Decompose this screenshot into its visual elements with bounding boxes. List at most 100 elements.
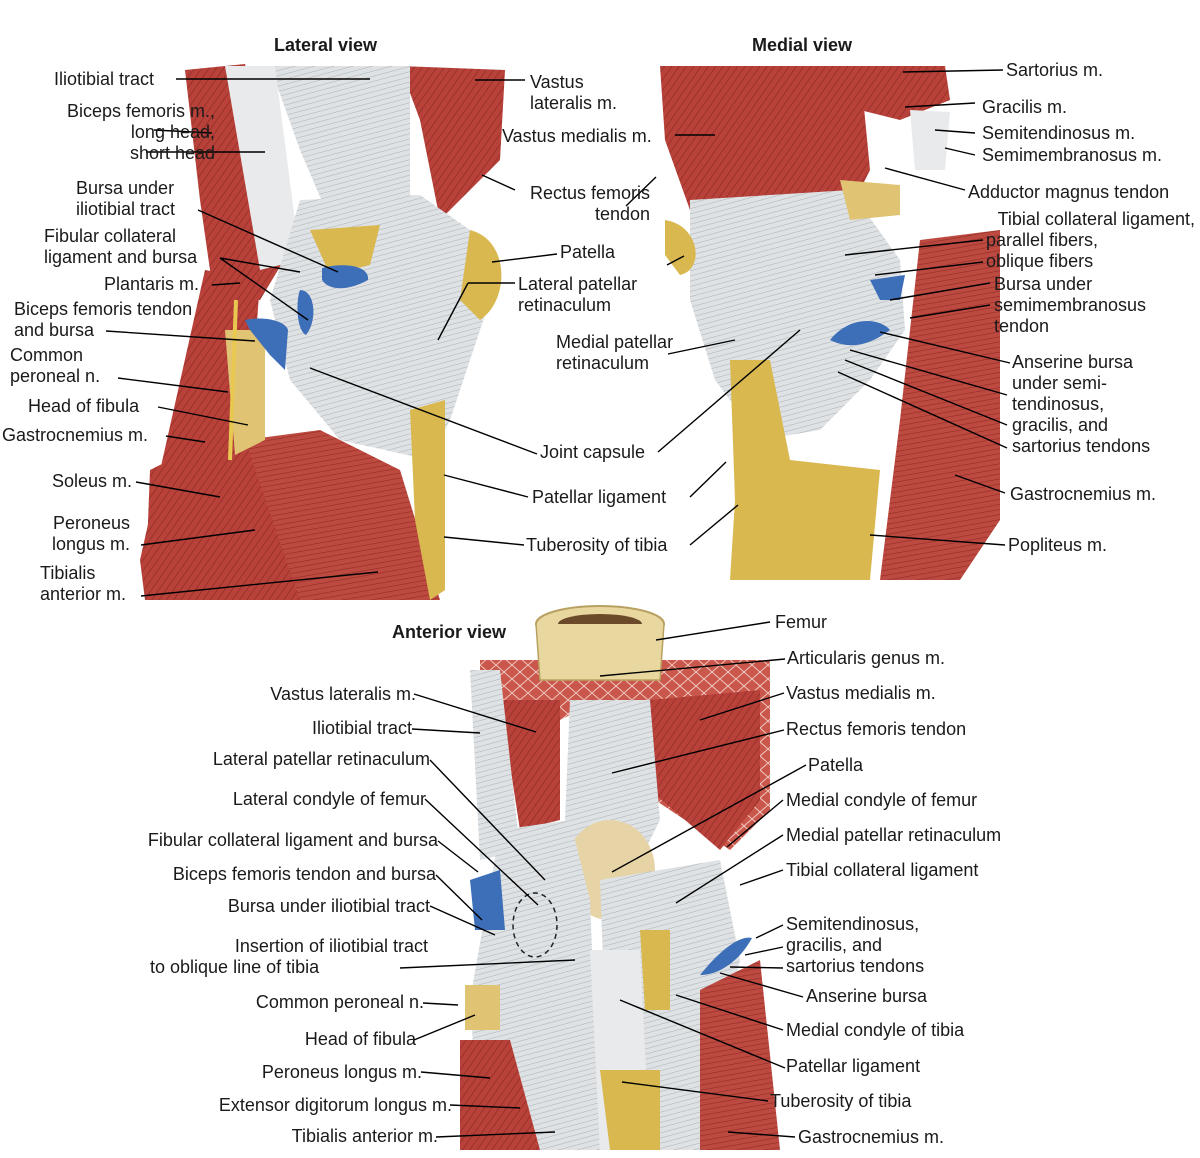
label-bursa-under-semimembranosus: Bursa under semimembranosus tendon <box>994 274 1146 337</box>
anterior-view-heading: Anterior view <box>392 622 507 642</box>
label-line: longus m. <box>51 534 130 554</box>
label-gastrocnemius-anterior: Gastrocnemius m. <box>798 1127 945 1147</box>
label-peroneus-longus-anterior: Peroneus longus m. <box>261 1062 422 1082</box>
lateral-view-heading: Lateral view <box>274 35 378 55</box>
label-common-peroneal-nerve: Common peroneal n. <box>10 345 100 387</box>
label-head-of-fibula-anterior: Head of fibula <box>304 1029 416 1049</box>
label-tibial-collateral-ligament-anterior: Tibial collateral ligament <box>786 860 979 880</box>
label-soleus: Soleus m. <box>52 471 133 491</box>
label-line: Fibular collateral <box>44 226 177 246</box>
label-line: semimembranosus <box>994 295 1147 315</box>
label-tuberosity-anterior: Tuberosity of tibia <box>770 1091 912 1111</box>
label-line: retinaculum <box>518 295 612 315</box>
label-adductor-magnus-tendon: Adductor magnus tendon <box>968 182 1170 202</box>
label-line: to oblique line of tibia <box>150 957 320 977</box>
label-line: anterior m. <box>40 584 127 604</box>
label-fibular-collateral-anterior: Fibular collateral ligament and bursa <box>147 830 438 850</box>
label-lateral-patellar-retinaculum-anterior: Lateral patellar retinaculum <box>212 749 430 769</box>
label-gracilis: Gracilis m. <box>982 97 1067 117</box>
label-line: retinaculum <box>556 353 650 373</box>
label-line: tendinosus, <box>1012 394 1105 414</box>
label-tibialis-anterior-anterior: Tibialis anterior m. <box>291 1126 438 1146</box>
label-patella-anterior: Patella <box>808 755 864 775</box>
label-patella-lateral: Patella <box>560 242 616 262</box>
lateral-view-art <box>140 64 505 600</box>
label-common-peroneal-anterior: Common peroneal n. <box>255 992 424 1012</box>
medial-view-heading: Medial view <box>752 35 853 55</box>
label-tibial-collateral-ligament: Tibial collateral ligament, parallel fib… <box>960 209 1195 272</box>
label-insertion-iliotibial-tract: Insertion of iliotibial tract to oblique… <box>150 936 428 978</box>
label-joint-capsule: Joint capsule <box>540 442 646 462</box>
label-gastrocnemius-lateral: Gastrocnemius m. <box>2 425 149 445</box>
label-line: Rectus femoris <box>529 183 650 203</box>
label-semitendinosus-gracilis-sartorius: Semitendinosus, gracilis, and sartorius … <box>786 914 924 977</box>
label-line: Lateral patellar <box>518 274 638 294</box>
label-line: Semitendinosus, <box>786 914 920 934</box>
label-extensor-digitorum-longus: Extensor digitorum longus m. <box>218 1095 452 1115</box>
label-biceps-femoris-tendon-anterior: Biceps femoris tendon and bursa <box>172 864 436 884</box>
leader-lines <box>105 69 1011 1138</box>
label-plantaris: Plantaris m. <box>104 274 200 294</box>
label-line: parallel fibers, <box>986 230 1099 250</box>
label-line: Vastus <box>530 72 584 92</box>
label-biceps-femoris: Biceps femoris m., long head, short head <box>20 101 215 164</box>
label-articularis-genus: Articularis genus m. <box>787 648 946 668</box>
label-vastus-medialis-lateral: Vastus medialis m. <box>502 126 652 146</box>
label-vastus-lateralis: Vastus lateralis m. <box>530 72 617 114</box>
label-iliotibial-tract: Iliotibial tract <box>54 69 155 89</box>
label-line: gracilis, and <box>1012 415 1109 435</box>
label-line: Tibialis <box>40 563 96 583</box>
label-line: Tibial collateral ligament, <box>997 209 1195 229</box>
label-anserine-bursa-medial: Anserine bursa under semi- tendinosus, g… <box>1012 352 1150 457</box>
label-line: tendon <box>994 316 1050 336</box>
label-line: lateralis m. <box>530 93 618 113</box>
label-line: sartorius tendons <box>1012 436 1151 456</box>
label-lateral-condyle-femur: Lateral condyle of femur <box>232 789 426 809</box>
label-line: oblique fibers <box>986 251 1094 271</box>
label-medial-patellar-retinaculum: Medial patellar retinaculum <box>556 332 673 374</box>
label-medial-condyle-femur: Medial condyle of femur <box>786 790 978 810</box>
label-line: Medial patellar <box>556 332 674 352</box>
label-vastus-lateralis-anterior: Vastus lateralis m. <box>270 684 416 704</box>
label-line: Biceps femoris m., <box>66 101 215 121</box>
label-medial-patellar-retinaculum-anterior: Medial patellar retinaculum <box>786 825 1002 845</box>
label-semitendinosus: Semitendinosus m. <box>982 123 1136 143</box>
label-line: Insertion of iliotibial tract <box>234 936 428 956</box>
label-line: and bursa <box>14 320 95 340</box>
label-rectus-femoris-tendon-anterior: Rectus femoris tendon <box>786 719 967 739</box>
label-anserine-bursa-anterior: Anserine bursa <box>806 986 928 1006</box>
label-lateral-patellar-retinaculum: Lateral patellar retinaculum <box>518 274 637 316</box>
label-line: tendon <box>594 204 650 224</box>
label-femur: Femur <box>775 612 828 632</box>
label-line: under semi- <box>1012 373 1108 393</box>
label-semimembranosus: Semimembranosus m. <box>982 145 1163 165</box>
label-line: Biceps femoris tendon <box>14 299 193 319</box>
medial-view-art <box>660 66 1000 580</box>
label-patellar-ligament-lateral: Patellar ligament <box>532 487 667 507</box>
label-line: iliotibial tract <box>76 199 176 219</box>
label-patellar-ligament-anterior: Patellar ligament <box>786 1056 921 1076</box>
label-line: short head <box>129 143 215 163</box>
label-line: sartorius tendons <box>786 956 925 976</box>
label-line: gracilis, and <box>786 935 883 955</box>
label-line: ligament and bursa <box>44 247 198 267</box>
label-line: Peroneus <box>52 513 130 533</box>
label-line: Common <box>10 345 84 365</box>
label-fibular-collateral-ligament: Fibular collateral ligament and bursa <box>44 226 197 268</box>
label-medial-condyle-tibia: Medial condyle of tibia <box>786 1020 965 1040</box>
anterior-view-art <box>460 605 780 1150</box>
label-tibialis-anterior: Tibialis anterior m. <box>40 563 126 605</box>
label-line: Bursa under <box>76 178 175 198</box>
label-tuberosity-lateral: Tuberosity of tibia <box>526 535 668 555</box>
label-head-of-fibula: Head of fibula <box>28 396 140 416</box>
label-peroneus-longus: Peroneus longus m. <box>30 513 130 555</box>
label-rectus-femoris-tendon: Rectus femoris tendon <box>500 183 650 225</box>
label-vastus-medialis-anterior: Vastus medialis m. <box>786 683 936 703</box>
label-sartorius: Sartorius m. <box>1006 60 1104 80</box>
label-bursa-under-iliotibial-tract: Bursa under iliotibial tract <box>76 178 175 220</box>
label-iliotibial-tract-anterior: Iliotibial tract <box>311 718 412 738</box>
label-line: Anserine bursa <box>1012 352 1134 372</box>
label-popliteus: Popliteus m. <box>1008 535 1108 555</box>
